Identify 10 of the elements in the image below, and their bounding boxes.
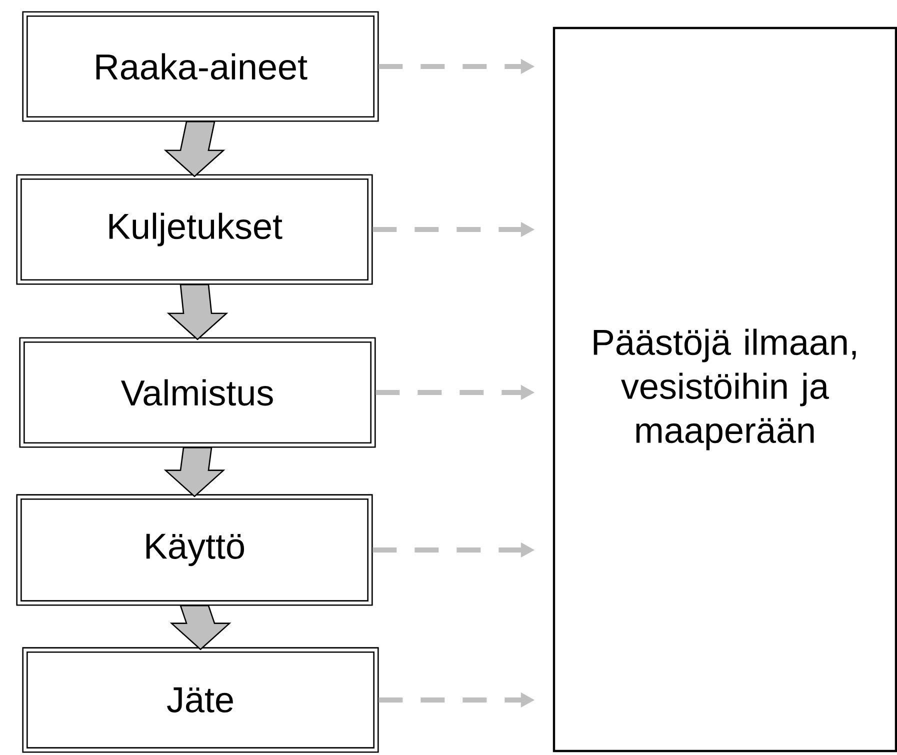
process-box: Kuljetukset — [16, 174, 373, 285]
block-arrow — [170, 604, 232, 650]
process-box: Käyttö — [16, 494, 373, 606]
process-box: Valmistus — [19, 337, 376, 448]
block-arrow — [164, 121, 226, 178]
block-arrow — [166, 284, 228, 340]
process-box: Jäte — [22, 647, 379, 753]
block-arrow — [164, 446, 226, 498]
process-box: Raaka-aineet — [22, 11, 379, 122]
emissions-box: Päästöjä ilmaan, vesistöihin ja maaperään — [552, 26, 897, 752]
